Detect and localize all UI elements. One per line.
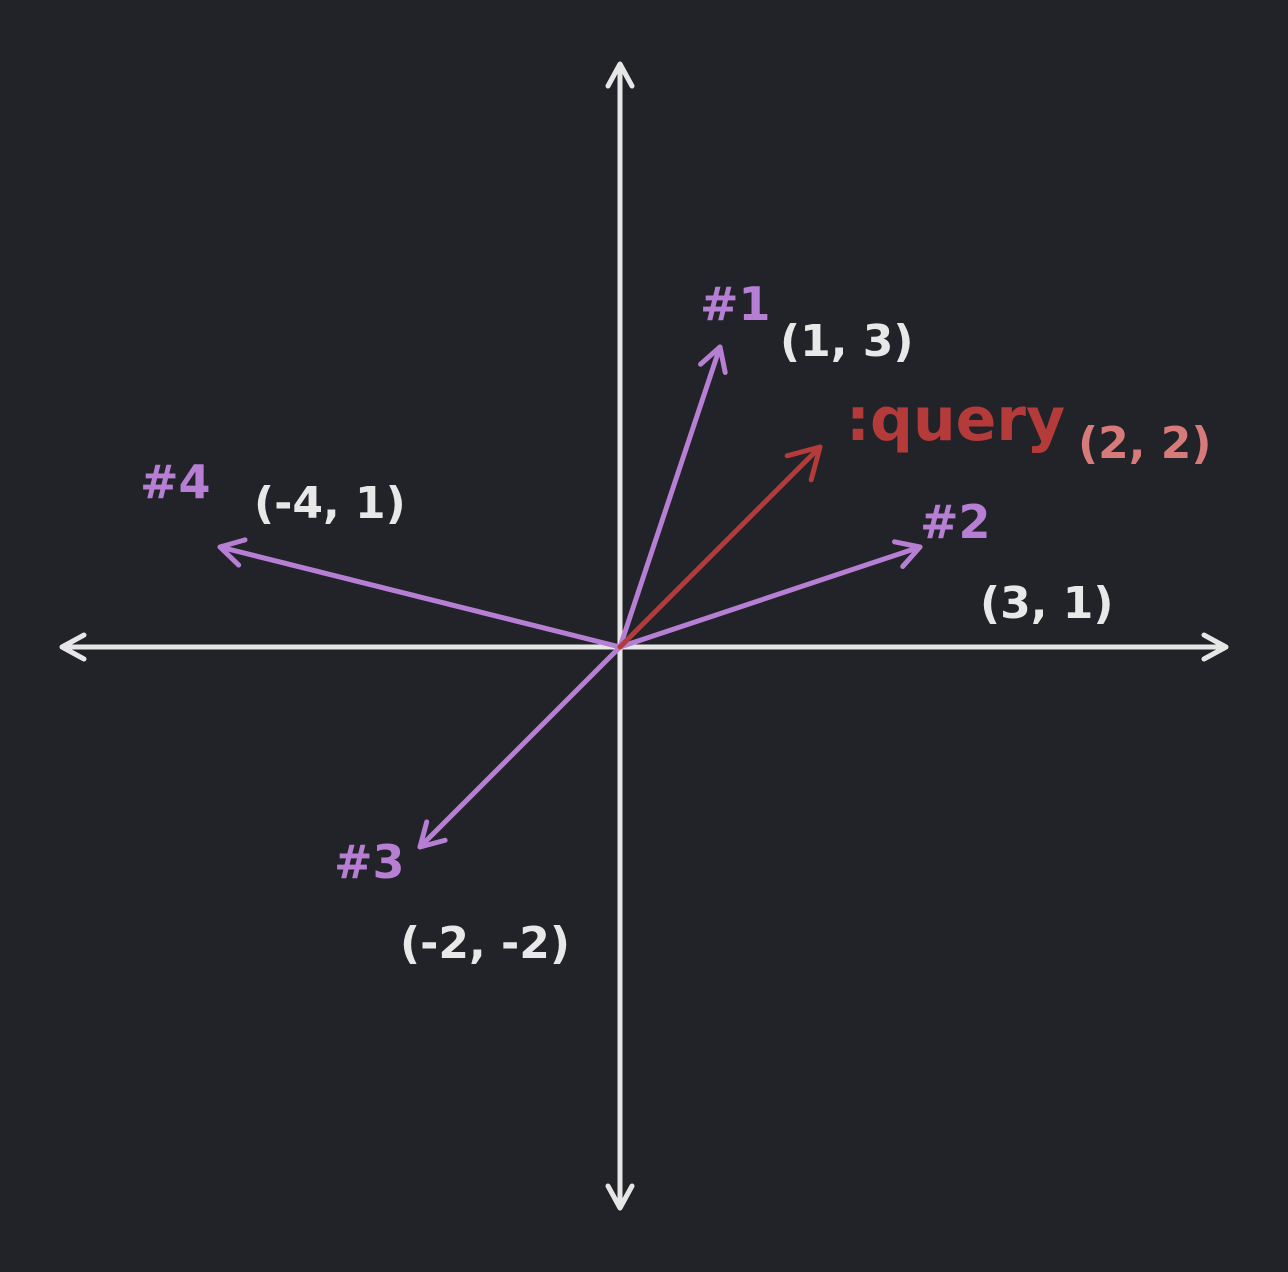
vector-3-label: #3 [334, 835, 405, 889]
vector-1-arrowhead [698, 344, 728, 375]
vector-1-coordinates: (1, 3) [780, 316, 913, 367]
query-vector-group [617, 444, 823, 650]
vector-1-shaft [617, 344, 723, 650]
vector-2-coordinates: (3, 1) [980, 578, 1113, 629]
query-label: :query [846, 385, 1065, 455]
vector-3-arrowhead [417, 819, 448, 850]
vector-3-coordinates: (-2, -2) [400, 918, 570, 969]
query-coordinates: (2, 2) [1078, 418, 1211, 469]
vector-4-coordinates: (-4, 1) [254, 478, 406, 529]
query-vector-shaft [617, 444, 823, 650]
vector-2-arrowhead [892, 539, 923, 569]
vector-1-label: #1 [700, 277, 771, 331]
vector-4-label: #4 [140, 455, 211, 509]
axes [59, 61, 1229, 1211]
vector-3-shaft [417, 644, 623, 850]
x-axis-left-arrowhead [59, 632, 87, 662]
vector-4-shaft [217, 544, 623, 650]
y-axis-top-arrowhead [605, 61, 635, 89]
y-axis-bottom-arrowhead [605, 1183, 635, 1211]
vector-2-shaft [617, 544, 923, 650]
vectors [217, 344, 923, 850]
vector-2-label: #2 [920, 495, 991, 549]
query-vector-arrowhead [784, 444, 823, 483]
vector-4-arrowhead [217, 537, 248, 568]
x-axis-right-arrowhead [1201, 632, 1229, 662]
labels: #1 (1, 3) #2 (3, 1) #3 (-2, -2) #4 (-4, … [140, 277, 1211, 969]
